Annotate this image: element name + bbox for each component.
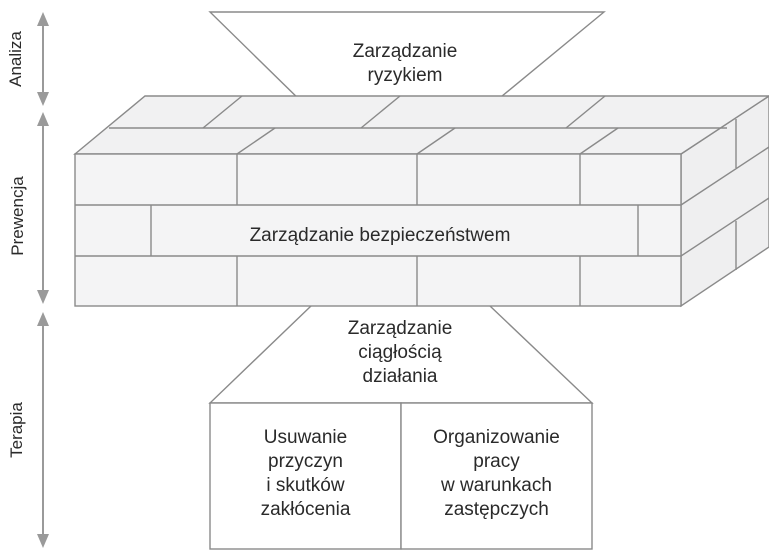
phase-axis <box>37 12 49 548</box>
risk-management-label: Zarządzanie ryzykiem <box>352 41 458 86</box>
prevention-arrow-bottom-head <box>37 290 49 304</box>
prevention-arrow-top-head <box>37 112 49 126</box>
therapy-arrow-bottom-head <box>37 534 49 548</box>
wall-top-face <box>73 95 769 155</box>
phase-label-therapy: Terapia <box>7 402 26 458</box>
security-management-label: Zarządzanie bezpieczeństwem <box>249 225 511 246</box>
substitute-work-box-label: Organizowanie pracy w warunkach zastępcz… <box>433 427 560 520</box>
phase-label-analysis: Analiza <box>6 31 25 87</box>
substitute-work-box <box>400 402 593 550</box>
wall-front-face <box>74 153 682 307</box>
remedy-box <box>209 402 402 550</box>
remedy-box-label: Usuwanie przyczyn i skutków zakłócenia <box>260 427 351 520</box>
analysis-arrow-bottom-head <box>37 92 49 106</box>
analysis-arrow-top-head <box>37 12 49 26</box>
therapy-arrow-top-head <box>37 312 49 326</box>
phase-label-prevention: Prewencja <box>8 176 27 256</box>
continuity-management-label: Zarządzanie ciągłością działania <box>347 318 453 387</box>
